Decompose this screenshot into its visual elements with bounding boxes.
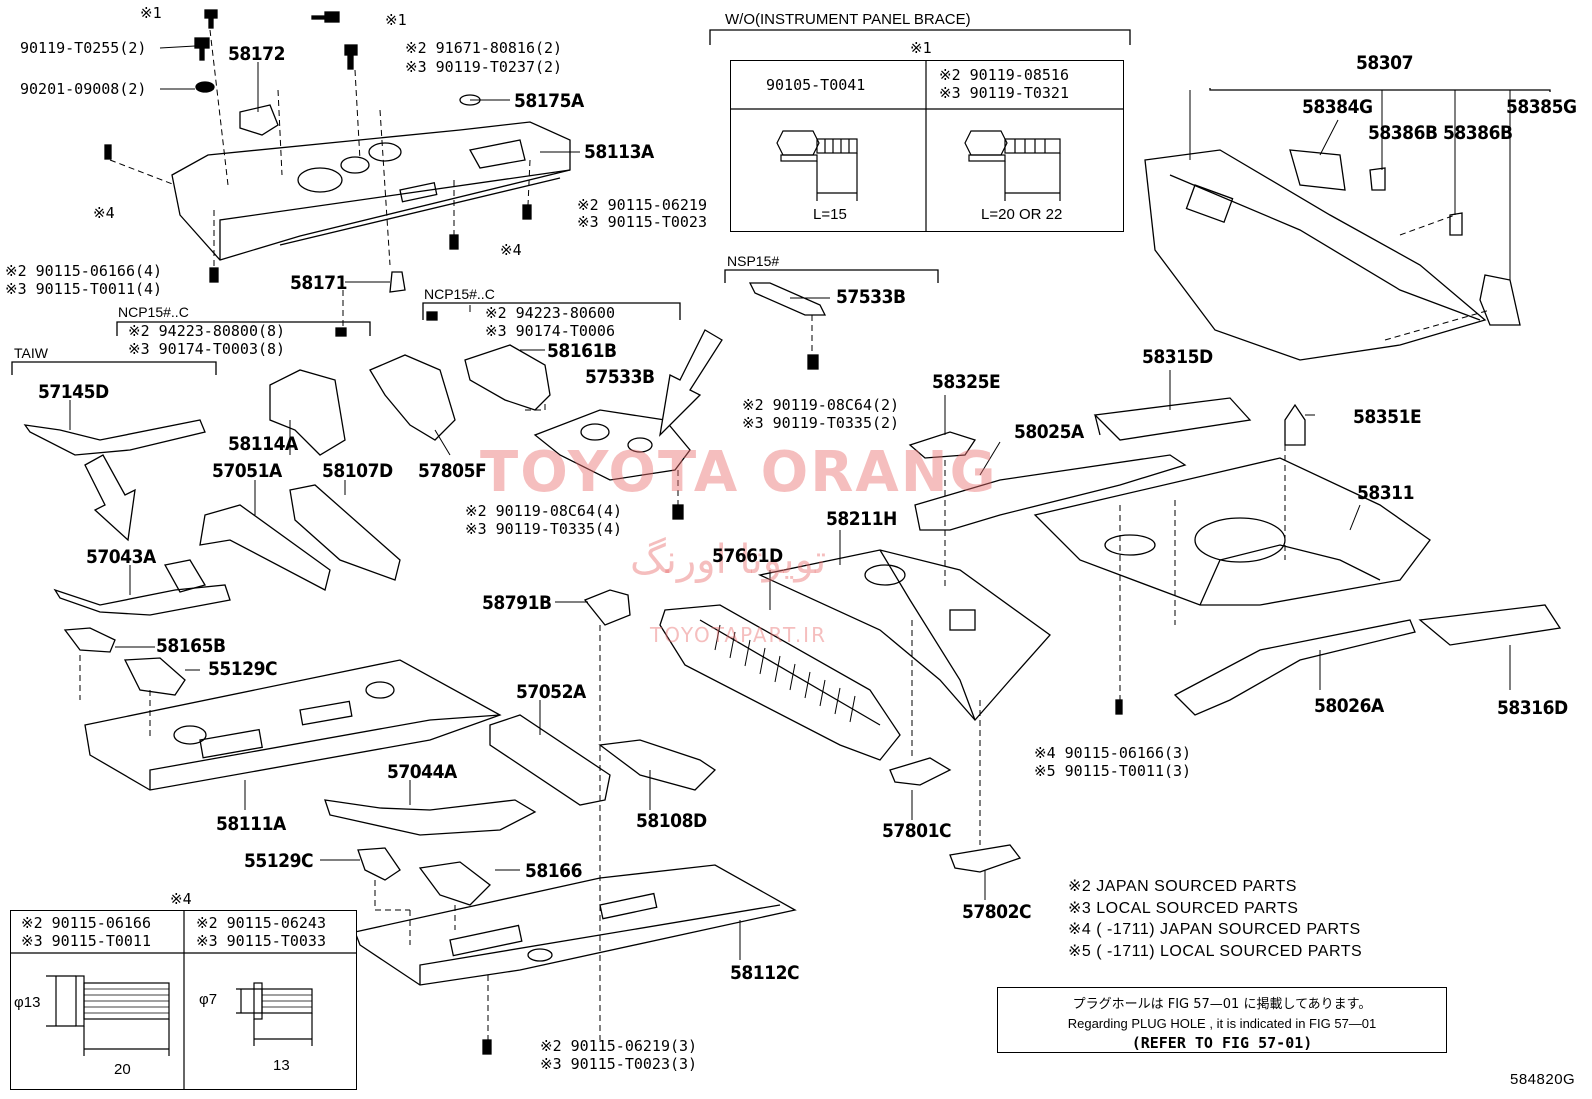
part-label[interactable]: 58161B bbox=[547, 340, 617, 362]
watermark-url: TOYOTAPART.IR bbox=[650, 623, 827, 647]
group-label-ncp15-left: NCP15#..C bbox=[118, 304, 189, 320]
fastener-label[interactable]: ※1 bbox=[140, 4, 162, 22]
part-label[interactable]: 58171 bbox=[290, 272, 347, 294]
bolt-table-part-a: 90105-T0041 bbox=[766, 76, 866, 94]
reference-box: プラグホールは FIG 57—01 に掲載してあります。 Regarding P… bbox=[997, 987, 1447, 1053]
legend-item: ※3 LOCAL SOURCED PARTS bbox=[1068, 900, 1299, 917]
group-label-ncp15-mid: NCP15#..C bbox=[424, 286, 495, 302]
part-label[interactable]: 58113A bbox=[584, 141, 654, 163]
screw-table-dia-b: φ7 bbox=[199, 991, 218, 1008]
bolt-table-part-b2: ※3 90119-T0321 bbox=[939, 84, 1069, 102]
reference-note-en: Regarding PLUG HOLE , it is indicated in… bbox=[1067, 1016, 1377, 1031]
bolt-table-marker: ※1 bbox=[910, 39, 932, 57]
part-label[interactable]: 57145D bbox=[38, 381, 109, 403]
screw-table-length-b: 13 bbox=[273, 1057, 290, 1074]
group-label-taiw: TAIW bbox=[14, 345, 48, 361]
group-label-nsp15: NSP15# bbox=[727, 253, 780, 269]
part-label[interactable]: 57802C bbox=[962, 901, 1032, 923]
part-label[interactable]: 58165B bbox=[156, 635, 226, 657]
part-label[interactable]: 55129C bbox=[208, 658, 278, 680]
part-label[interactable]: 57052A bbox=[516, 681, 586, 703]
part-label[interactable]: 58172 bbox=[228, 43, 285, 65]
part-label[interactable]: 58311 bbox=[1357, 482, 1414, 504]
fastener-label[interactable]: ※3 90115-T0023 bbox=[577, 213, 707, 231]
screw-table-dia-a: φ13 bbox=[14, 994, 41, 1011]
bolt-table-length-a: L=15 bbox=[813, 206, 847, 223]
reference-link[interactable]: (REFER TO FIG 57-01) bbox=[1131, 1034, 1313, 1052]
part-label[interactable]: 58166 bbox=[525, 860, 582, 882]
screw-table-part-a1: ※2 90115-06166 bbox=[21, 914, 151, 932]
fastener-label[interactable]: 90119-T0255(2) bbox=[20, 39, 147, 57]
part-label[interactable]: 58325E bbox=[932, 371, 1001, 393]
part-label[interactable]: 58316D bbox=[1497, 697, 1568, 719]
part-label[interactable]: 57805F bbox=[418, 460, 487, 482]
drawing-id: 584820G bbox=[1510, 1071, 1576, 1088]
fastener-label[interactable]: ※2 90115-06166(4) bbox=[5, 262, 163, 280]
fastener-label[interactable]: ※3 90115-T0011(4) bbox=[5, 280, 163, 298]
group-label-wo-brace: W/O(INSTRUMENT PANEL BRACE) bbox=[725, 11, 971, 28]
legend-item: ※2 JAPAN SOURCED PARTS bbox=[1068, 878, 1297, 895]
fastener-label[interactable]: 90201-09008(2) bbox=[20, 80, 147, 98]
fastener-label[interactable]: ※4 bbox=[500, 241, 522, 259]
fastener-label[interactable]: ※2 94223-80800(8) bbox=[128, 322, 286, 340]
part-label[interactable]: 58307 bbox=[1356, 52, 1413, 74]
legend-item: ※5 ( -1711) LOCAL SOURCED PARTS bbox=[1068, 943, 1363, 960]
part-label[interactable]: 58175A bbox=[514, 90, 584, 112]
fastener-label[interactable]: ※3 90119-T0335(4) bbox=[465, 520, 623, 538]
fastener-label[interactable]: ※3 90115-T0023(3) bbox=[540, 1055, 698, 1073]
screw-table-part-b2: ※3 90115-T0033 bbox=[196, 932, 326, 950]
screw-table-part-b1: ※2 90115-06243 bbox=[196, 914, 326, 932]
part-label[interactable]: 57051A bbox=[212, 460, 282, 482]
fastener-label[interactable]: ※2 91671-80816(2) bbox=[405, 39, 563, 57]
part-label[interactable]: 57043A bbox=[86, 546, 156, 568]
part-label[interactable]: 58385G bbox=[1506, 96, 1577, 118]
part-label[interactable]: 55129C bbox=[244, 850, 314, 872]
fastener-label[interactable]: ※5 90115-T0011(3) bbox=[1034, 762, 1192, 780]
bolt-table-length-b: L=20 OR 22 bbox=[981, 206, 1063, 223]
part-label[interactable]: 57044A bbox=[387, 761, 457, 783]
part-label[interactable]: 58386B bbox=[1368, 122, 1438, 144]
fastener-label[interactable]: ※2 90115-06219(3) bbox=[540, 1037, 698, 1055]
fastener-label[interactable]: ※4 bbox=[93, 204, 115, 222]
part-label[interactable]: 58026A bbox=[1314, 695, 1384, 717]
part-label[interactable]: 58112C bbox=[730, 962, 800, 984]
legend-item: ※4 ( -1711) JAPAN SOURCED PARTS bbox=[1068, 921, 1361, 938]
fastener-label[interactable]: ※3 90174-T0006 bbox=[485, 322, 615, 340]
part-label[interactable]: 57533B bbox=[585, 366, 655, 388]
screw-table: ※2 90115-06166 ※3 90115-T0011 ※2 90115-0… bbox=[10, 910, 357, 1090]
part-label[interactable]: 58107D bbox=[322, 460, 393, 482]
fastener-label[interactable]: ※4 90115-06166(3) bbox=[1034, 744, 1192, 762]
part-label[interactable]: 58351E bbox=[1353, 406, 1422, 428]
fastener-label[interactable]: ※3 90119-T0335(2) bbox=[742, 414, 900, 432]
fastener-label[interactable]: ※2 90119-08C64(2) bbox=[742, 396, 900, 414]
screw-table-length-a: 20 bbox=[114, 1061, 131, 1078]
watermark-persian: تویوتا اورنگ bbox=[630, 537, 827, 583]
part-label[interactable]: 58315D bbox=[1142, 346, 1213, 368]
screw-table-marker: ※4 bbox=[170, 890, 192, 908]
part-label[interactable]: 57661D bbox=[712, 545, 783, 567]
fastener-label[interactable]: ※3 90119-T0237(2) bbox=[405, 58, 563, 76]
fastener-label[interactable]: ※2 90119-08C64(4) bbox=[465, 502, 623, 520]
part-label[interactable]: 58108D bbox=[636, 810, 707, 832]
watermark-title: TOYOTA ORANG bbox=[480, 440, 998, 505]
part-label[interactable]: 58791B bbox=[482, 592, 552, 614]
bolt-table-part-b1: ※2 90119-08516 bbox=[939, 66, 1069, 84]
part-label[interactable]: 58386B bbox=[1443, 122, 1513, 144]
reference-note-jp: プラグホールは FIG 57—01 に掲載してあります。 bbox=[1072, 997, 1372, 1012]
part-label[interactable]: 58025A bbox=[1014, 421, 1084, 443]
bolt-table: 90105-T0041 ※2 90119-08516 ※3 90119-T032… bbox=[730, 60, 1124, 232]
part-label[interactable]: 58211H bbox=[826, 508, 897, 530]
fastener-label[interactable]: ※2 90115-06219 bbox=[577, 196, 707, 214]
part-label[interactable]: 57533B bbox=[836, 286, 906, 308]
fastener-label[interactable]: ※2 94223-80600 bbox=[485, 304, 615, 322]
screw-table-part-a2: ※3 90115-T0011 bbox=[21, 932, 151, 950]
part-label[interactable]: 58114A bbox=[228, 433, 298, 455]
part-label[interactable]: 58384G bbox=[1302, 96, 1373, 118]
fastener-label[interactable]: ※3 90174-T0003(8) bbox=[128, 340, 286, 358]
part-label[interactable]: 58111A bbox=[216, 813, 286, 835]
part-label[interactable]: 57801C bbox=[882, 820, 952, 842]
fastener-label[interactable]: ※1 bbox=[385, 11, 407, 29]
